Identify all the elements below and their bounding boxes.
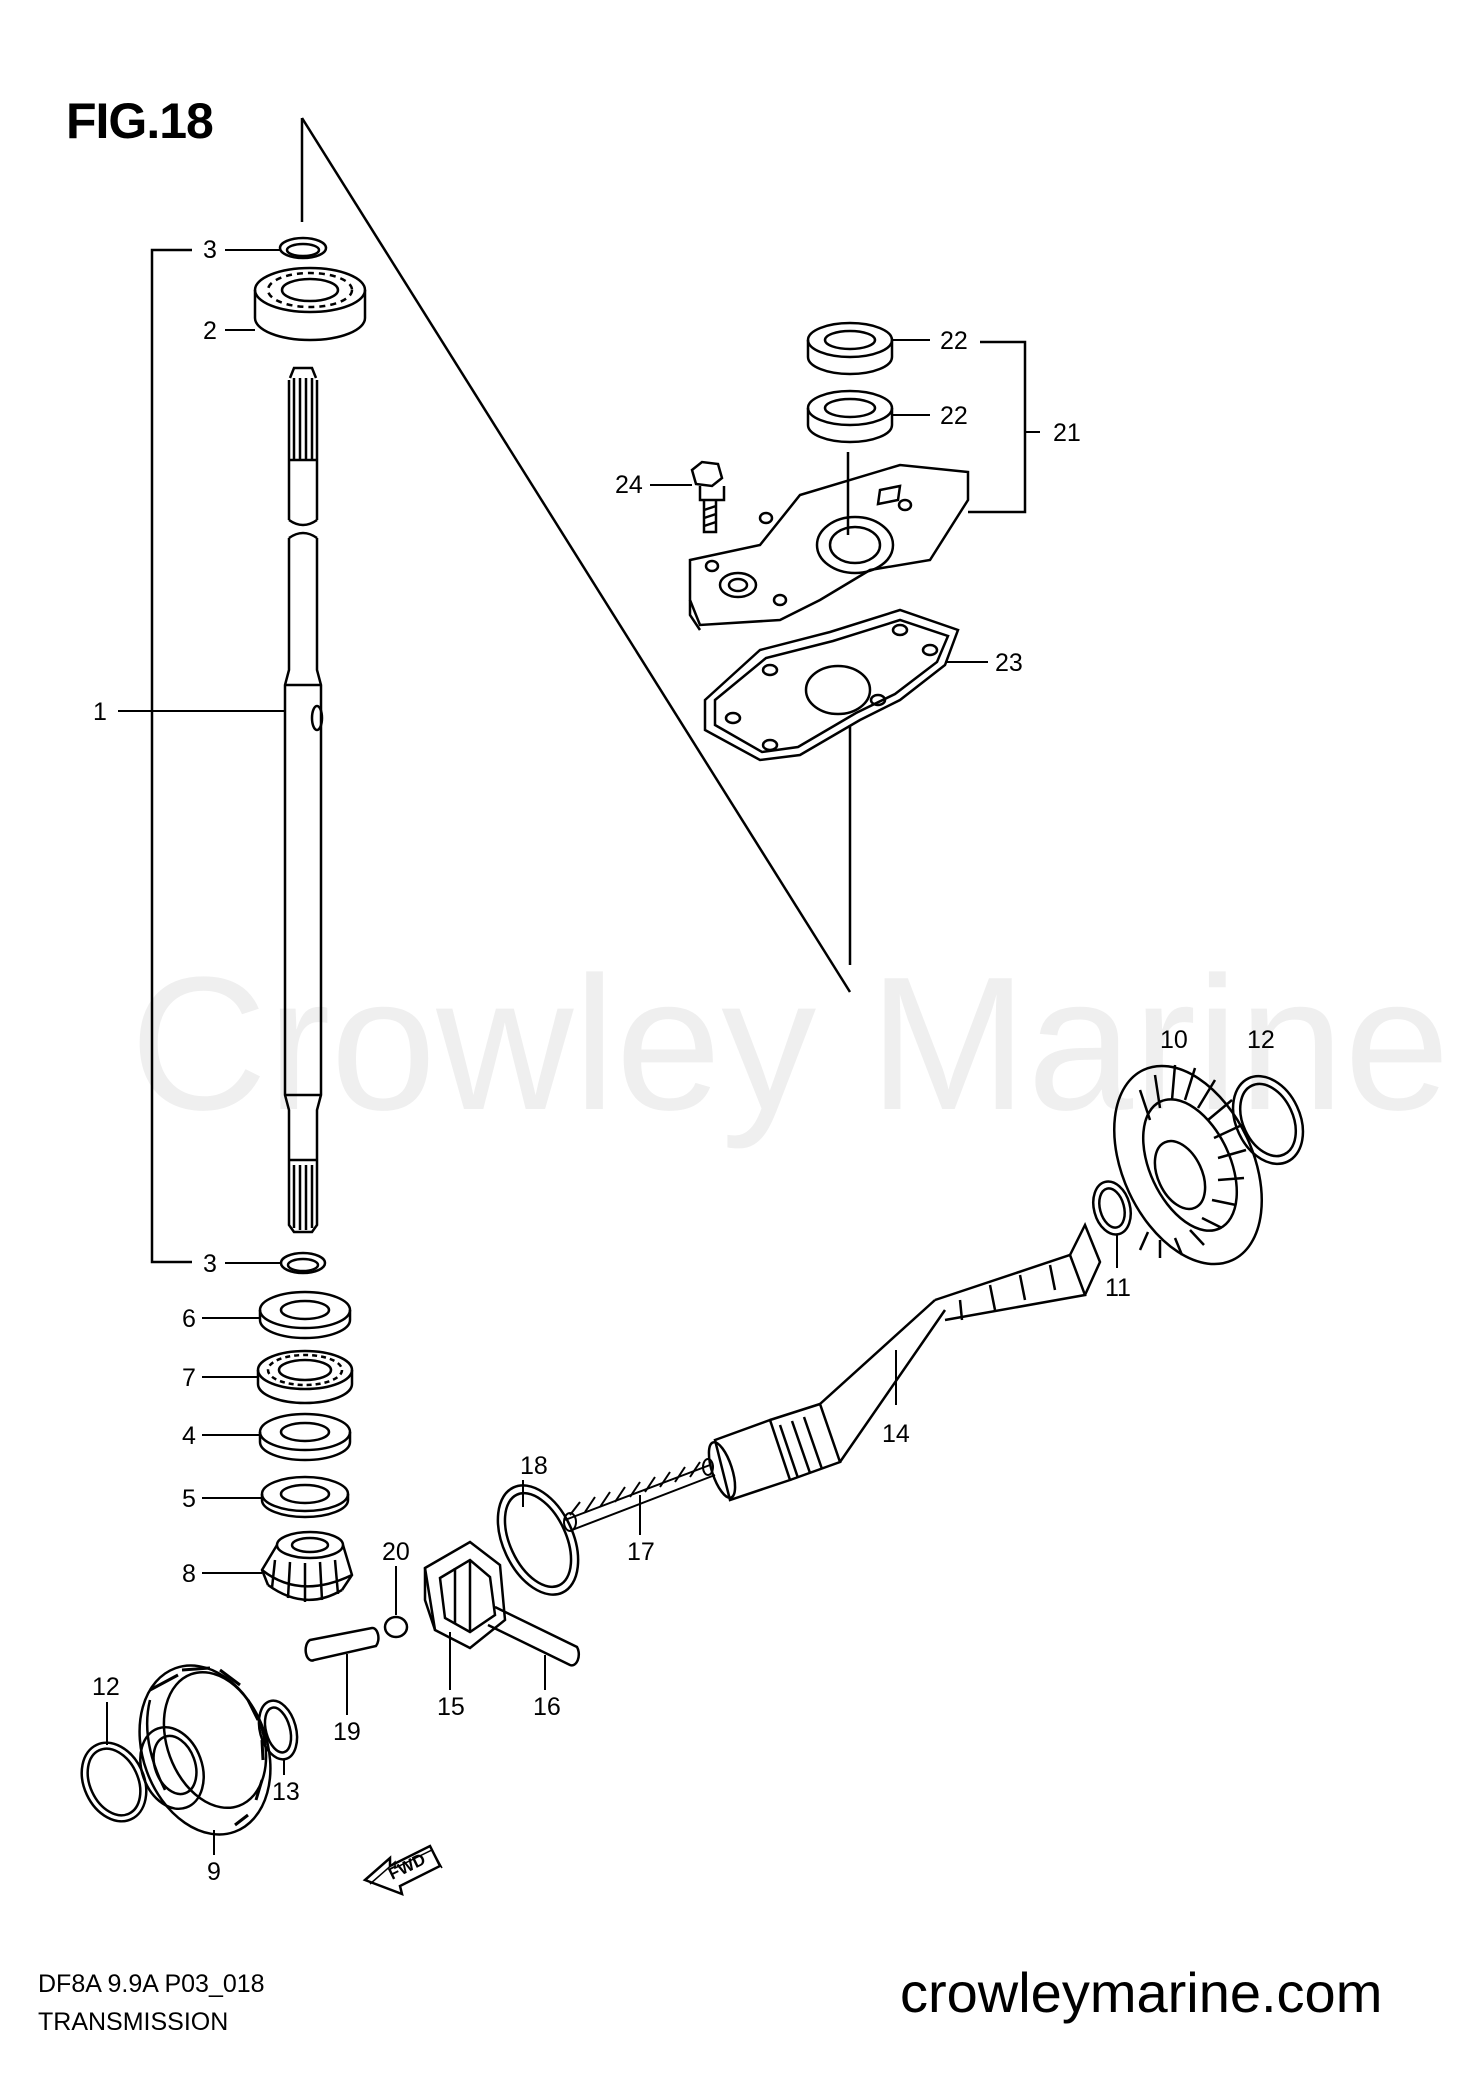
part-20-ball <box>383 1615 409 1639</box>
callout-23: 23 <box>995 649 1023 677</box>
part-8-pinion-gear <box>260 1530 354 1602</box>
bracket-21 <box>968 340 1027 514</box>
part-7-thrust-bearing <box>256 1349 354 1405</box>
callout-10: 10 <box>1160 1026 1188 1054</box>
figure-title: FIG.18 <box>66 93 214 149</box>
callout-16: 16 <box>533 1693 561 1721</box>
part-14-propeller-shaft <box>707 1221 1102 1502</box>
watermark: Crowley Marine <box>130 938 1450 1150</box>
part-6-washer <box>258 1290 352 1340</box>
footer-title: TRANSMISSION <box>38 2008 229 2036</box>
part-15-clutch <box>423 1540 507 1650</box>
callout-7: 7 <box>182 1364 196 1392</box>
callout-14: 14 <box>882 1420 910 1448</box>
part-10-forward-gear <box>1112 1064 1264 1266</box>
callout-15: 15 <box>437 1693 465 1721</box>
callout-6: 6 <box>182 1305 196 1333</box>
part-5-shim <box>260 1475 350 1519</box>
bracket-1 <box>150 248 192 1264</box>
callout-22-bottom: 22 <box>940 402 968 430</box>
part-18-spring-ring <box>496 1484 580 1596</box>
leader-lines <box>106 249 1118 1855</box>
part-2-bearing <box>253 266 367 342</box>
callout-18: 18 <box>520 1452 548 1480</box>
callout-9: 9 <box>207 1858 221 1886</box>
callout-2: 2 <box>203 317 217 345</box>
callout-3-top: 3 <box>203 236 217 264</box>
callout-8: 8 <box>182 1560 196 1588</box>
part-16-pin <box>487 1605 581 1667</box>
part-3-circlip-top <box>278 236 328 260</box>
callout-4: 4 <box>182 1422 196 1450</box>
callout-12-left: 12 <box>92 1673 120 1701</box>
part-1-drive-shaft <box>283 366 324 1234</box>
part-4-washer <box>258 1412 352 1462</box>
callout-21: 21 <box>1053 419 1081 447</box>
part-17-spring <box>563 1458 716 1532</box>
part-23-gasket <box>703 608 960 762</box>
part-13-shim <box>257 1699 299 1761</box>
callout-1: 1 <box>93 698 107 726</box>
callout-3-bottom: 3 <box>203 1250 217 1278</box>
part-19-pin <box>304 1626 380 1662</box>
part-12-shim-right <box>1231 1074 1305 1166</box>
part-24-bolt <box>690 460 726 534</box>
part-3-circlip-bottom <box>279 1251 327 1275</box>
callout-20: 20 <box>382 1538 410 1566</box>
callout-5: 5 <box>182 1485 196 1513</box>
callout-11: 11 <box>1105 1274 1131 1302</box>
fwd-arrow-icon <box>362 1844 443 1897</box>
callout-24: 24 <box>615 471 643 499</box>
callout-numbers: 3 2 1 3 6 7 4 5 8 12 13 9 19 20 15 16 18… <box>92 236 1275 1886</box>
part-22-oil-seal-bottom <box>806 389 894 444</box>
footer-code: DF8A 9.9A P03_018 <box>38 1970 265 1998</box>
part-21-housing <box>688 463 970 631</box>
callout-19: 19 <box>333 1718 361 1746</box>
part-11-shim <box>1092 1180 1132 1236</box>
part-22-oil-seal-top <box>806 321 894 376</box>
footer-url: crowleymarine.com <box>900 1961 1383 2024</box>
callout-22-top: 22 <box>940 327 968 355</box>
callout-17: 17 <box>627 1538 655 1566</box>
reference-line <box>300 117 852 993</box>
callout-13: 13 <box>272 1778 300 1806</box>
callout-12-right: 12 <box>1247 1026 1275 1054</box>
